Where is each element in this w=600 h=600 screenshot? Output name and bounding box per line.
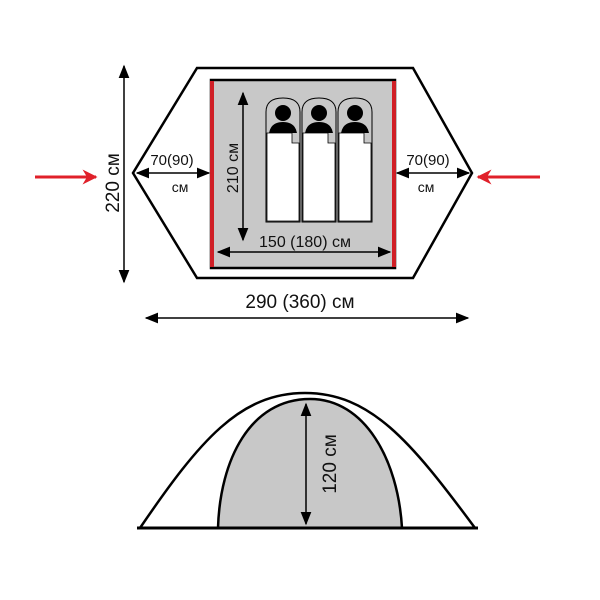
sleeping-bag-cover xyxy=(302,132,336,222)
person-shoulders-icon xyxy=(305,122,333,133)
person-head-icon xyxy=(347,105,363,121)
right-vestibule-unit: см xyxy=(418,179,435,195)
left-vestibule-label: 70(90) xyxy=(150,152,193,169)
sleeping-bag-cover xyxy=(266,132,300,222)
sleeping-bag xyxy=(301,97,337,223)
person-head-icon xyxy=(275,105,291,121)
sleeping-bag-cover xyxy=(338,132,372,222)
right-vestibule-label: 70(90) xyxy=(406,152,449,169)
person-head-icon xyxy=(311,105,327,121)
height-label: 120 см xyxy=(320,434,341,494)
top-view: 210 см 150 (180) см 70(90) см 70(90) см … xyxy=(35,64,540,324)
side-view: 120 см xyxy=(137,391,478,530)
inner-width-label: 150 (180) см xyxy=(259,234,351,251)
sleeping-bag xyxy=(265,97,301,223)
sleeping-bags xyxy=(265,97,373,223)
inner-length-label: 210 см xyxy=(225,143,242,193)
total-depth-label: 220 см xyxy=(103,153,124,213)
person-shoulders-icon xyxy=(341,122,369,133)
person-shoulders-icon xyxy=(269,122,297,133)
left-vestibule-unit: см xyxy=(172,179,189,195)
sleeping-bag xyxy=(337,97,373,223)
total-width-label: 290 (360) см xyxy=(245,292,354,313)
